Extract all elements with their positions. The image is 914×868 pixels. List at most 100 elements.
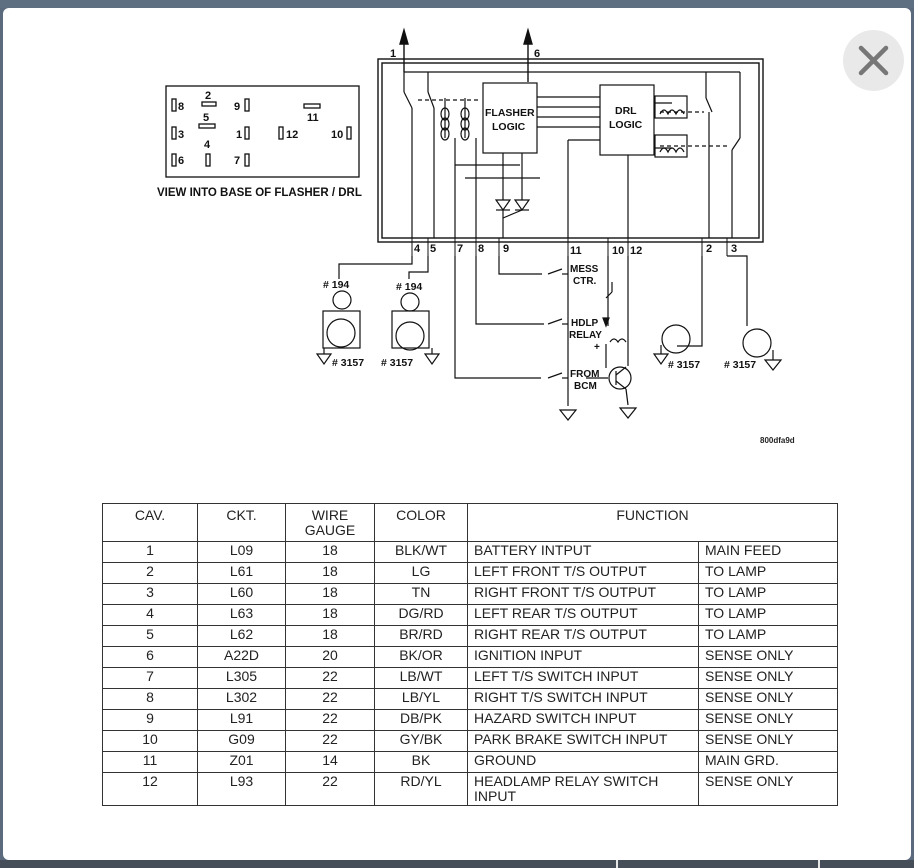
lamp-label: # 3157 [332,357,364,369]
terminal-label: 5 [430,243,436,255]
lamp-label: # 194 [396,281,422,293]
cell-ckt: L09 [197,541,286,563]
base-pin-labels: 8 2 9 5 11 3 1 12 10 4 6 7 [178,90,343,167]
header-wire-gauge-line1: WIRE [311,507,349,523]
hdlp-relay-line2: RELAY [569,330,602,341]
cell-function: LEFT REAR T/S OUTPUT [467,604,699,626]
lamp-194-left [332,290,352,310]
lamp-group [322,290,774,360]
cell-function: PARK BRAKE SWITCH INPUT [467,730,699,752]
lamp-194-right [400,292,420,312]
base-view-title: VIEW INTO BASE OF FLASHER / DRL [157,187,362,199]
header-ckt: CKT. [197,503,286,542]
cell-cav: 11 [102,751,198,773]
cell-note: SENSE ONLY [698,646,838,668]
header-cav: CAV. [102,503,198,542]
cell-color: DB/PK [374,709,468,731]
header-color: COLOR [374,503,468,542]
diode-pair [494,199,531,212]
hdlp-relay-line1: HDLP [571,318,599,329]
lamp-labels: # 194 # 194 # 3157 # 3157 # 3157 # 3157 [323,279,756,371]
pin-label: 2 [205,90,211,102]
cell-gauge: 18 [285,541,375,563]
cell-color: BK/OR [374,646,468,668]
cell-note: SENSE ONLY [698,688,838,710]
terminal-label: 11 [570,245,582,257]
plus-sign: + [594,342,600,353]
cell-note: SENSE ONLY [698,772,838,806]
bottom-terminal-labels: 4 5 7 8 9 11 10 12 2 3 [414,243,737,257]
cell-color: RD/YL [374,772,468,806]
pin-label: 9 [234,101,240,113]
terminal-label: 9 [503,243,509,255]
cell-ckt: G09 [197,730,286,752]
cell-cav: 1 [102,541,198,563]
cell-cav: 8 [102,688,198,710]
terminal-1-label: 1 [390,48,396,60]
cell-function: RIGHT FRONT T/S OUTPUT [467,583,699,605]
cell-function: LEFT FRONT T/S OUTPUT [467,562,699,584]
terminal-label: 2 [706,243,712,255]
drl-logic-line1: DRL [615,105,637,117]
close-icon [858,45,889,76]
bottom-bar [0,860,914,868]
cell-gauge: 22 [285,667,375,689]
flasher-logic-line2: LOGIC [492,121,526,133]
lamp-label: # 194 [323,279,349,291]
pin-label: 11 [307,112,319,124]
cell-color: BLK/WT [374,541,468,563]
terminal-label: 4 [414,243,421,255]
terminal-6-label: 6 [534,48,540,60]
cell-color: GY/BK [374,730,468,752]
top-terminals [399,27,533,82]
cell-cav: 5 [102,625,198,647]
cell-ckt: L62 [197,625,286,647]
cell-function: RIGHT T/S SWITCH INPUT [467,688,699,710]
cell-ckt: L61 [197,562,286,584]
terminal-ticks [411,238,728,256]
cell-ckt: L93 [197,772,286,806]
cell-gauge: 18 [285,583,375,605]
cell-cav: 3 [102,583,198,605]
terminal-label: 8 [478,243,484,255]
pin-label: 12 [286,129,298,141]
mess-ctr-line2: CTR. [573,276,597,287]
cell-color: TN [374,583,468,605]
cell-color: BR/RD [374,625,468,647]
from-bcm-line1: FROM [570,369,599,380]
cell-cav: 6 [102,646,198,668]
bottom-bar-divider [616,860,618,868]
cell-note: SENSE ONLY [698,709,838,731]
external-wiring [338,255,748,406]
pin-label: 7 [234,155,240,167]
cell-color: BK [374,751,468,773]
cell-function: IGNITION INPUT [467,646,699,668]
cell-note: MAIN GRD. [698,751,838,773]
pin-label: 4 [204,139,211,151]
close-button[interactable] [843,30,904,91]
cell-function: HEADLAMP RELAY SWITCH INPUT [467,772,699,806]
cell-note: SENSE ONLY [698,667,838,689]
cell-ckt: A22D [197,646,286,668]
lamp-3157-front-left [661,324,691,354]
lamp-3157-right [395,321,425,351]
terminal-label: 3 [731,243,737,255]
cell-ckt: L302 [197,688,286,710]
cell-note: TO LAMP [698,583,838,605]
cell-color: LG [374,562,468,584]
cell-function: RIGHT REAR T/S OUTPUT [467,625,699,647]
cell-note: TO LAMP [698,604,838,626]
top-bar [0,0,914,8]
cell-ckt: L60 [197,583,286,605]
cell-gauge: 22 [285,772,375,806]
cell-cav: 7 [102,667,198,689]
